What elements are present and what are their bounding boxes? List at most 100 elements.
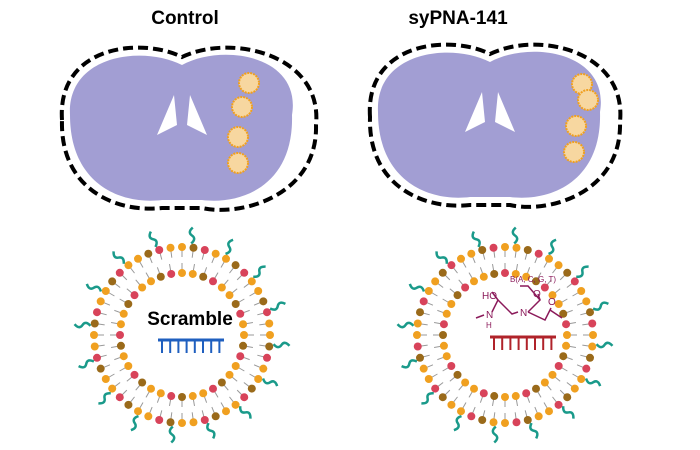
lipid-head: [108, 277, 117, 286]
lipid-head: [188, 269, 197, 278]
peg-chain: [595, 341, 614, 349]
lipid-head: [523, 245, 532, 254]
lipid-head: [259, 364, 268, 373]
lipid-head: [124, 261, 133, 270]
lipid-head: [211, 249, 220, 258]
lipid-head: [586, 308, 595, 317]
lipid-head: [470, 277, 478, 286]
lipid-head: [478, 245, 487, 254]
lipid-head: [467, 412, 476, 421]
lipid-head: [155, 245, 164, 254]
lipid-head: [439, 320, 448, 329]
liposome-marker-icon: [563, 141, 585, 163]
lipid-head: [116, 331, 124, 339]
brain-section: [59, 45, 319, 212]
lipid-head: [199, 272, 208, 281]
dashed-outline: [367, 42, 623, 209]
backbone-n-label: N: [520, 308, 527, 319]
lipid-head: [178, 269, 186, 277]
lipid-head: [489, 418, 498, 427]
peg-chain: [168, 425, 176, 444]
lipid-head: [522, 272, 531, 281]
liposome-marker-icon: [565, 115, 587, 137]
lipid-head: [130, 370, 139, 379]
lipid-head: [554, 300, 563, 308]
lipid-head: [470, 384, 478, 393]
lipid-head: [166, 243, 175, 252]
lipid-head: [548, 291, 557, 300]
lipid-head: [90, 342, 99, 351]
lipid-head: [554, 362, 563, 370]
lipid-head: [116, 320, 125, 329]
carbonyl-o1-label: O: [533, 289, 541, 300]
liposome-marker-icon: [231, 96, 253, 118]
control-title: Control: [151, 8, 219, 29]
lipid-head: [209, 277, 217, 286]
lipid-head: [512, 243, 521, 252]
lipid-head: [231, 362, 240, 370]
lipid-head: [231, 400, 240, 409]
lipid-head: [588, 319, 597, 328]
ventricle: [157, 95, 207, 135]
lipid-head: [138, 283, 147, 292]
lipid-head: [540, 283, 549, 292]
lipid-head: [211, 412, 220, 421]
lipid-head: [155, 416, 164, 425]
lipid-head: [577, 287, 586, 295]
lipid-head: [225, 370, 234, 379]
lipid-head: [570, 277, 579, 286]
lipid-head: [188, 392, 197, 401]
lipid-head: [453, 291, 462, 300]
lipid-head: [144, 412, 153, 421]
peg-chain: [261, 378, 279, 387]
lipid-head: [534, 249, 543, 258]
lipid-head: [554, 400, 563, 409]
lipid-head: [419, 364, 428, 373]
lipid-head: [263, 353, 272, 362]
lipid-head: [532, 384, 540, 393]
lipid-head: [200, 245, 209, 254]
lipid-head: [554, 261, 563, 270]
lipid-head: [490, 392, 499, 401]
lipid-head: [124, 362, 133, 370]
lipid-head: [217, 378, 226, 387]
lipid-head: [415, 308, 424, 317]
lipid-head: [532, 277, 540, 286]
peg-chain: [148, 231, 158, 248]
lipid-head: [96, 297, 105, 306]
lipid-head: [178, 393, 186, 401]
lipid-head: [240, 268, 249, 277]
lipid-head: [254, 287, 263, 295]
lipid-head: [178, 243, 186, 251]
lipid-head: [424, 375, 433, 383]
peg-chain: [529, 422, 539, 439]
lipid-head: [442, 309, 451, 318]
lipid-head: [147, 277, 155, 286]
lipid-head: [563, 331, 571, 339]
peg-chain: [471, 231, 481, 248]
lipid-head: [178, 419, 186, 427]
lipid-head: [582, 297, 591, 306]
peg-chain: [130, 414, 139, 432]
lipid-head: [240, 331, 248, 339]
lipid-head: [265, 342, 274, 351]
peg-chain: [401, 359, 418, 369]
lipid-head: [577, 375, 586, 383]
lipid-head: [413, 319, 422, 328]
peg-chain: [435, 251, 449, 264]
lipid-head: [413, 331, 421, 339]
lipid-head: [562, 320, 571, 329]
peg-chain: [408, 283, 426, 292]
peg-chain: [98, 391, 111, 405]
lipid-head: [582, 364, 591, 373]
lipid-head: [457, 407, 465, 416]
lipid-head: [156, 389, 165, 398]
lipid-head: [156, 272, 165, 281]
peg-chain: [269, 301, 286, 311]
peg-chain: [206, 422, 216, 439]
peg-chain: [85, 283, 103, 292]
peg-chain: [592, 301, 609, 311]
lipid-head: [447, 362, 456, 370]
